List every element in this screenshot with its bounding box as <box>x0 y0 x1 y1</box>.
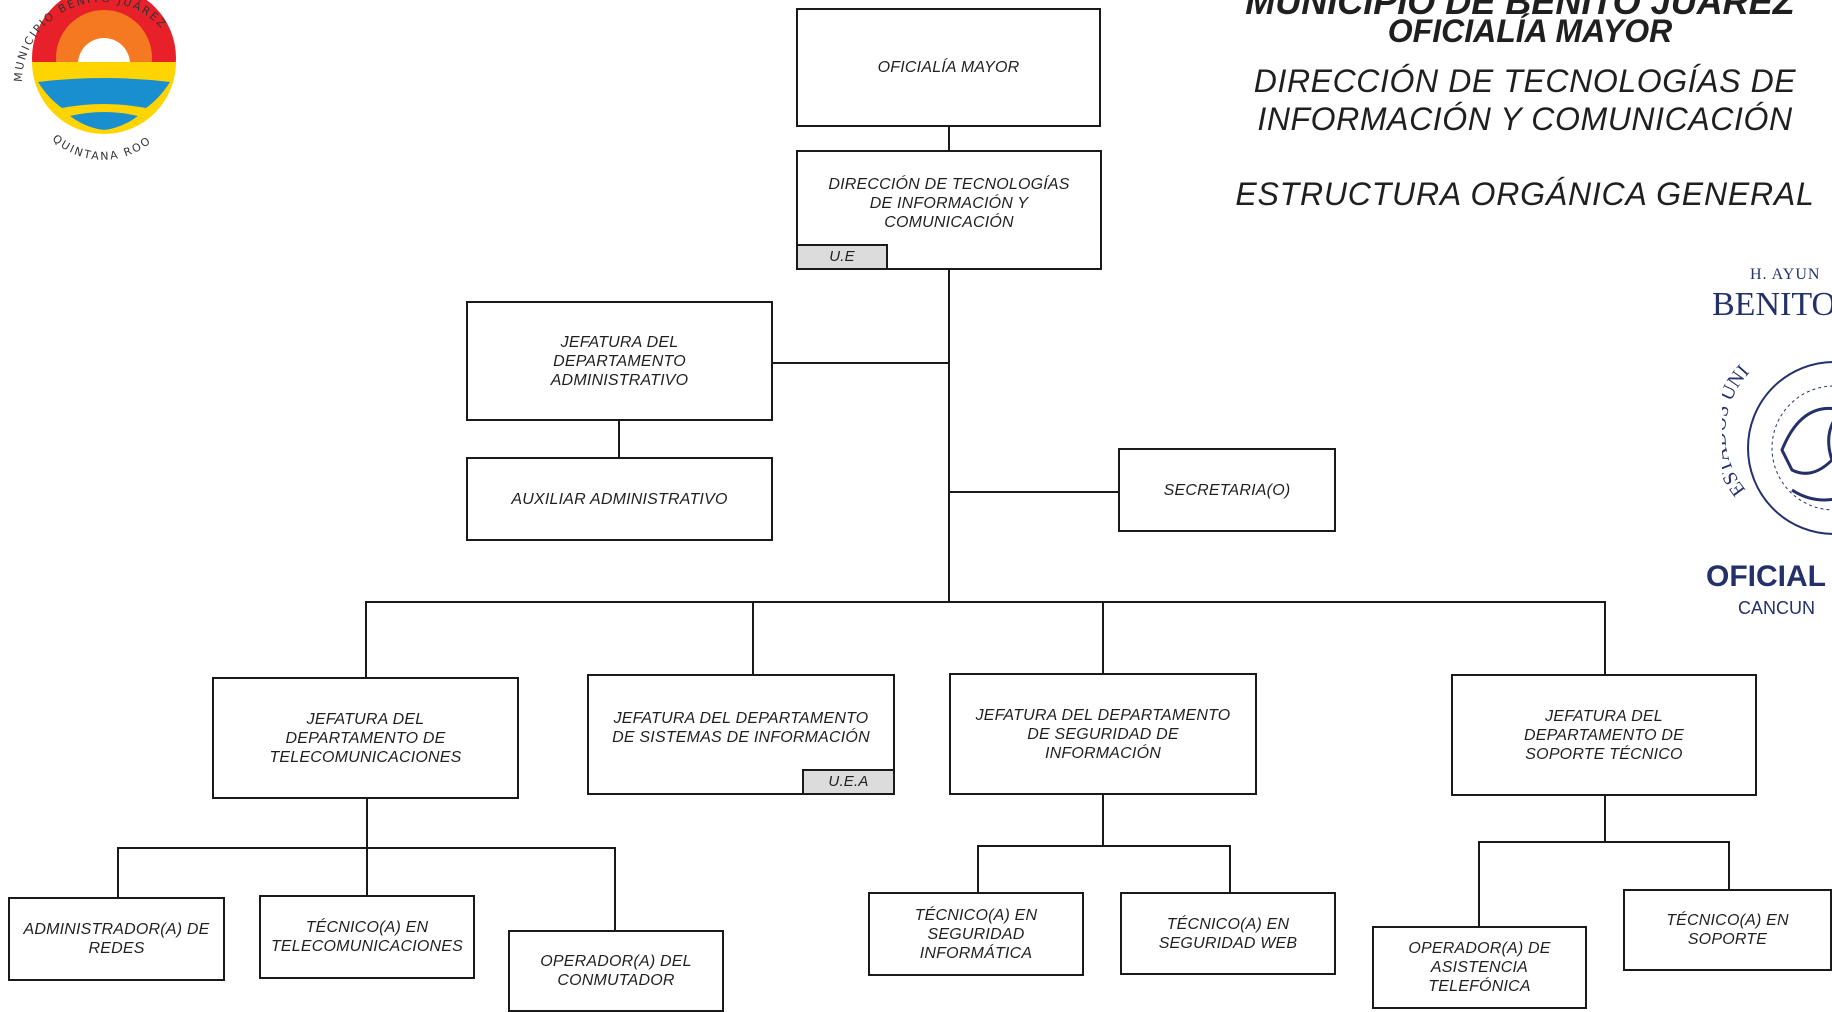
seal-line1: H. AYUN <box>1750 266 1821 283</box>
connector-line <box>365 601 1605 603</box>
structure-title: ESTRUCTURA ORGÁNICA GENERAL <box>1235 176 1815 212</box>
eagle-emblem: ESTADOS UNI <box>1722 361 1832 535</box>
connector-line <box>1728 841 1730 891</box>
ue-tag: U.E <box>796 244 888 270</box>
connector-line <box>948 491 1120 493</box>
box-label: ADMINISTRADOR(A) DE REDES <box>23 921 210 957</box>
municipality-title: MUNICIPIO DE BENITO JUÁREZ <box>1245 0 1795 22</box>
box-jefatura-administrativo: JEFATURA DEL DEPARTAMENTO ADMINISTRATIVO <box>466 301 773 421</box>
box-label: JEFATURA DEL DEPARTAMENTO DE TELECOMUNIC… <box>269 710 462 766</box>
direction-title-line1: DIRECCIÓN DE TECNOLOGÍAS DE <box>1253 63 1797 99</box>
connector-line <box>977 845 979 894</box>
official-seal: H. AYUN BENITO ESTADOS UNI OFICIAL CANCU… <box>1692 260 1832 630</box>
connector-line <box>977 845 1231 847</box>
connector-line <box>1229 845 1231 894</box>
box-label: TÉCNICO(A) EN SOPORTE <box>1666 912 1789 948</box>
box-jefatura-sistemas: JEFATURA DEL DEPARTAMENTO DE SISTEMAS DE… <box>587 674 895 795</box>
box-label: OFICIALÍA MAYOR <box>877 59 1020 76</box>
direction-title-line2: INFORMACIÓN Y COMUNICACIÓN <box>1257 101 1793 137</box>
connector-line <box>365 601 367 679</box>
box-label: OPERADOR(A) DEL CONMUTADOR <box>540 953 692 989</box>
seal-line4: CANCUN <box>1738 598 1816 618</box>
connector-line <box>1478 841 1480 928</box>
connector-line <box>1102 793 1104 846</box>
connector-line <box>771 362 950 364</box>
box-administrador-redes: ADMINISTRADOR(A) DE REDES <box>8 897 225 981</box>
box-label: TÉCNICO(A) EN SEGURIDAD WEB <box>1158 915 1298 952</box>
box-label: DIRECCIÓN DE TECNOLOGÍAS DE INFORMACIÓN … <box>828 175 1070 231</box>
connector-line <box>618 419 620 459</box>
box-label: TÉCNICO(A) EN SEGURIDAD INFORMÁTICA <box>914 906 1038 962</box>
box-secretaria: SECRETARIA(O) <box>1118 448 1336 532</box>
box-operador-asistencia: OPERADOR(A) DE ASISTENCIA TELEFÓNICA <box>1372 926 1587 1009</box>
direction-title: DIRECCIÓN DE TECNOLOGÍAS DE INFORMACIÓN … <box>1220 62 1830 138</box>
seal-line2: BENITO <box>1712 286 1832 323</box>
connector-line <box>948 125 950 152</box>
box-tecnico-soporte: TÉCNICO(A) EN SOPORTE <box>1623 889 1832 971</box>
connector-line <box>1478 841 1730 843</box>
seal-line3: OFICIAL <box>1706 560 1826 593</box>
box-label: SECRETARIA(O) <box>1163 481 1291 499</box>
box-jefatura-telecom: JEFATURA DEL DEPARTAMENTO DE TELECOMUNIC… <box>212 677 519 799</box>
connector-line <box>1604 601 1606 676</box>
connector-line <box>117 847 119 899</box>
municipality-logo: MUNICIPIO BENITO JUÁREZ QUINTANA ROO <box>12 0 176 160</box>
box-operador-conmutador: OPERADOR(A) DEL CONMUTADOR <box>508 930 724 1012</box>
box-label: JEFATURA DEL DEPARTAMENTO DE SOPORTE TÉC… <box>1523 707 1685 763</box>
uea-tag: U.E.A <box>802 769 895 795</box>
connector-line <box>752 601 754 676</box>
box-label: JEFATURA DEL DEPARTAMENTO DE SEGURIDAD D… <box>975 706 1231 762</box>
connector-line <box>1102 601 1104 675</box>
office-title: OFICIALÍA MAYOR <box>1387 13 1673 49</box>
box-label: JEFATURA DEL DEPARTAMENTO DE SISTEMAS DE… <box>612 709 870 746</box>
connector-line <box>948 268 950 602</box>
box-label: AUXILIAR ADMINISTRATIVO <box>511 490 728 508</box>
box-label: OPERADOR(A) DE ASISTENCIA TELEFÓNICA <box>1408 940 1551 995</box>
connector-line <box>614 847 616 932</box>
connector-line <box>117 847 616 849</box>
box-tecnico-telecom: TÉCNICO(A) EN TELECOMUNICACIONES <box>259 895 475 979</box>
box-label: TÉCNICO(A) EN TELECOMUNICACIONES <box>270 919 464 955</box>
box-jefatura-seguridad: JEFATURA DEL DEPARTAMENTO DE SEGURIDAD D… <box>949 673 1257 795</box>
box-tecnico-seguridad-informatica: TÉCNICO(A) EN SEGURIDAD INFORMÁTICA <box>868 892 1084 976</box>
box-oficialia-mayor: OFICIALÍA MAYOR <box>796 8 1101 127</box>
box-jefatura-soporte: JEFATURA DEL DEPARTAMENTO DE SOPORTE TÉC… <box>1451 674 1757 796</box>
connector-line <box>1604 794 1606 842</box>
box-auxiliar-administrativo: AUXILIAR ADMINISTRATIVO <box>466 457 773 541</box>
box-direccion-tic: DIRECCIÓN DE TECNOLOGÍAS DE INFORMACIÓN … <box>796 150 1102 270</box>
box-tecnico-seguridad-web: TÉCNICO(A) EN SEGURIDAD WEB <box>1120 892 1336 975</box>
box-label: JEFATURA DEL DEPARTAMENTO ADMINISTRATIVO <box>550 333 689 389</box>
